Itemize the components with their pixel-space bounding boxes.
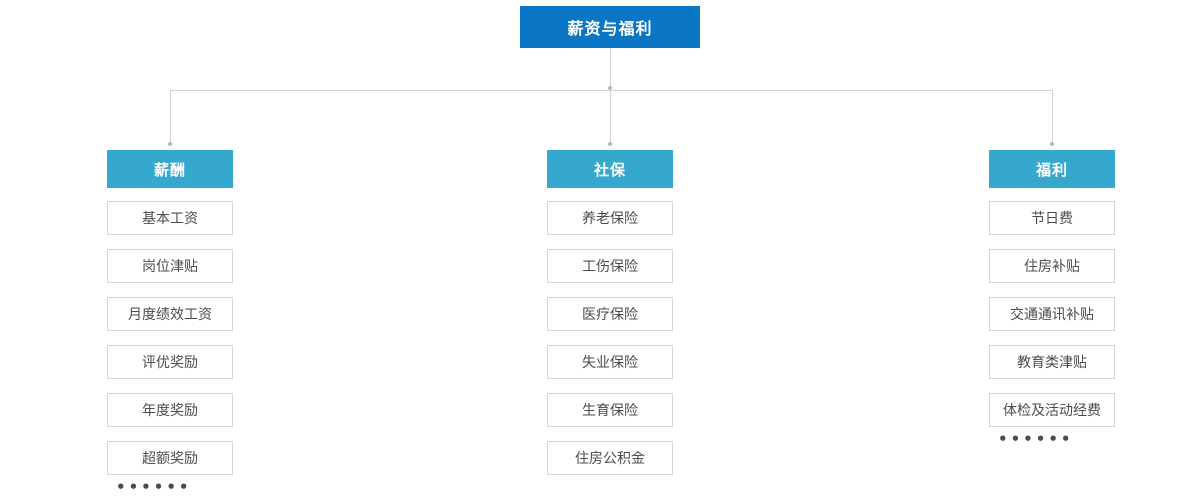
item-annual-award: 年度奖励 [107,393,233,427]
item-checkup-activity-fund: 体检及活动经费 [989,393,1115,427]
item-excess-award: 超额奖励 [107,441,233,475]
connector-drop-middle [610,90,611,144]
connector-drop-right [1052,90,1053,144]
item-work-injury-insurance: 工伤保险 [547,249,673,283]
item-post-allowance: 岗位津贴 [107,249,233,283]
item-medical-insurance: 医疗保险 [547,297,673,331]
column-header-social-insurance: 社保 [547,150,673,188]
item-pension-insurance: 养老保险 [547,201,673,235]
item-education-allowance: 教育类津贴 [989,345,1115,379]
item-monthly-performance: 月度绩效工资 [107,297,233,331]
connector-endpoint-dot [1050,142,1054,146]
connector-endpoint-dot [168,142,172,146]
connector-drop-left [170,90,171,144]
column-header-benefits: 福利 [989,150,1115,188]
more-items-ellipsis-benefits: •••••• [998,430,1074,448]
connector-endpoint-dot [608,142,612,146]
item-base-salary: 基本工资 [107,201,233,235]
connector-horizontal [170,90,1053,91]
item-unemployment-insurance: 失业保险 [547,345,673,379]
connector-root-stem [610,48,611,90]
more-items-ellipsis-salary: •••••• [116,478,192,496]
item-housing-fund: 住房公积金 [547,441,673,475]
item-excellence-award: 评优奖励 [107,345,233,379]
item-transport-comm-subsidy: 交通通讯补贴 [989,297,1115,331]
item-holiday-fee: 节日费 [989,201,1115,235]
root-node: 薪资与福利 [520,6,700,48]
item-maternity-insurance: 生育保险 [547,393,673,427]
column-header-salary: 薪酬 [107,150,233,188]
item-housing-subsidy: 住房补贴 [989,249,1115,283]
connector-endpoint-dot [608,86,612,90]
